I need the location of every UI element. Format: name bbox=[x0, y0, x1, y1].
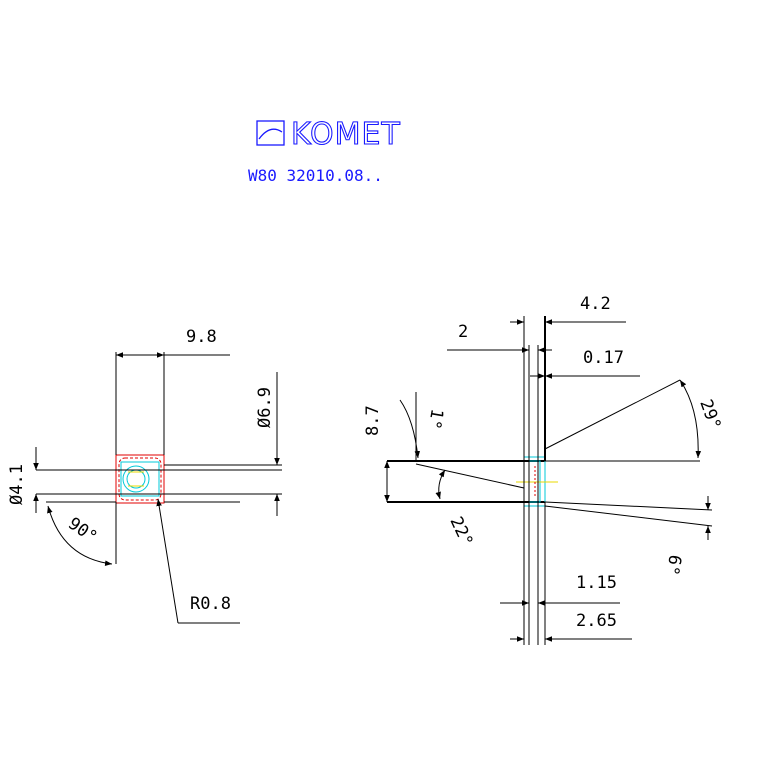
komet-logo: KOMET bbox=[256, 116, 401, 153]
brand-name: KOMET bbox=[291, 117, 401, 152]
angle-bottom: 6° bbox=[662, 553, 685, 577]
dim-land: 2 bbox=[458, 322, 468, 342]
clamp-hole bbox=[120, 461, 160, 497]
angle-corner: 90° bbox=[64, 514, 101, 548]
angle-clearance: 22° bbox=[445, 514, 476, 550]
part-number: W80 32010.08.. bbox=[248, 166, 383, 185]
insert-outline bbox=[115, 454, 165, 504]
dim-overall: 4.2 bbox=[580, 294, 611, 314]
dim-bottom-inner: 1.15 bbox=[576, 573, 617, 593]
dim-diameter-inner: Ø4.1 bbox=[7, 464, 27, 505]
dim-width: 9.8 bbox=[186, 327, 217, 347]
dim-radius: R0.8 bbox=[190, 594, 231, 614]
logo-mark bbox=[256, 120, 285, 146]
dim-chamfer: 0.17 bbox=[583, 348, 624, 368]
front-view: 9.8 Ø6.9 Ø4.1 90° R0.8 bbox=[7, 327, 282, 624]
dim-bottom-outer: 2.65 bbox=[576, 611, 617, 631]
angle-top: 1° bbox=[424, 407, 447, 431]
dim-height: 8.7 bbox=[363, 405, 383, 436]
dim-diameter-outer: Ø6.9 bbox=[255, 387, 275, 428]
angle-rake: 29° bbox=[695, 397, 724, 433]
side-view: 4.2 2 0.17 8.7 1° 29° 22° 6° 1 bbox=[363, 294, 725, 645]
